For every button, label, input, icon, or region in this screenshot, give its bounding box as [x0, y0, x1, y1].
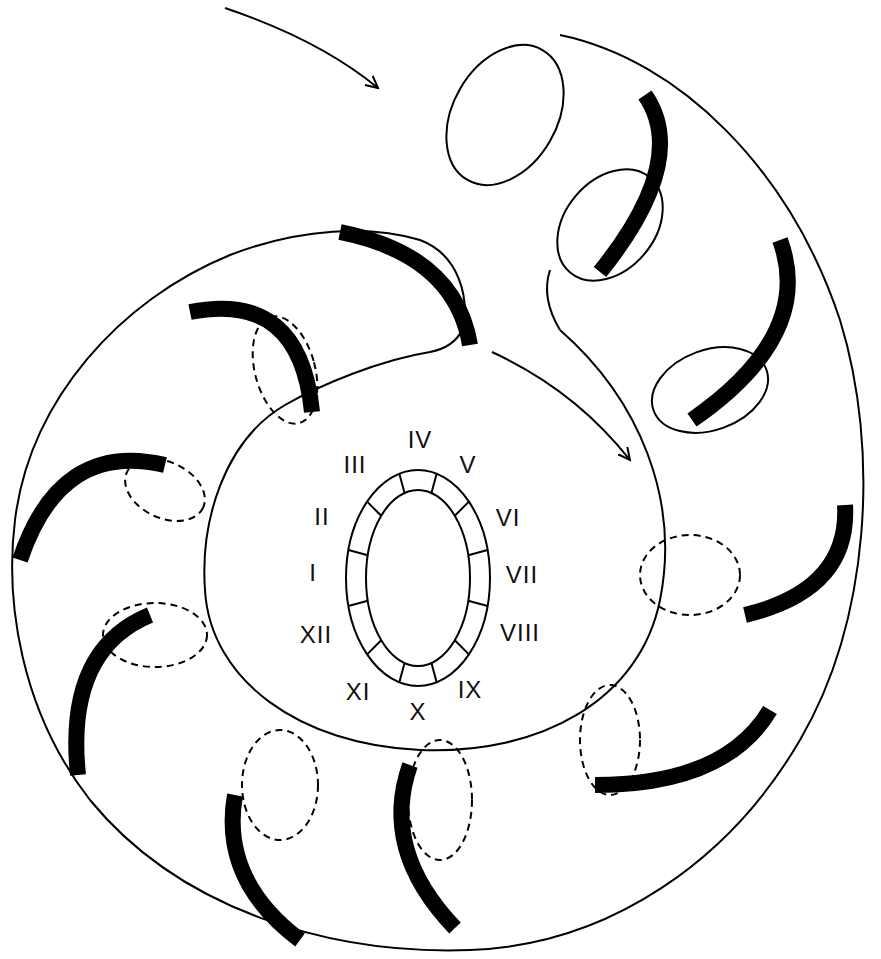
clock-numeral: IX: [458, 678, 483, 702]
ring-segment: [399, 474, 404, 493]
ribbon: [190, 309, 312, 412]
tube-section: [242, 730, 318, 840]
clock-numeral: II: [314, 505, 329, 529]
ring-segment: [367, 640, 381, 654]
clock-numeral: IV: [408, 428, 433, 452]
tube-outline: [12, 35, 863, 950]
ring-segment: [367, 502, 381, 516]
ring-segment: [431, 663, 436, 682]
ring-segment: [431, 474, 436, 493]
ring-segment: [455, 502, 469, 516]
ribbon: [233, 795, 300, 940]
ribbon: [595, 710, 770, 785]
ring-segment: [455, 640, 469, 654]
ribbon: [76, 615, 150, 775]
tube-section: [640, 535, 740, 615]
ring-segment: [468, 601, 487, 606]
inner-boundary: [547, 270, 560, 330]
ring-segment: [348, 550, 367, 555]
ring-segment: [399, 663, 404, 682]
ribbon: [600, 95, 660, 272]
clock-numeral: VIII: [500, 621, 540, 645]
tube-section: [408, 740, 472, 860]
clock-numeral: III: [343, 453, 366, 477]
clock-ring: [346, 470, 490, 686]
ribbon: [692, 240, 788, 420]
clock-numeral: XII: [300, 623, 332, 647]
clock-numeral: VII: [506, 563, 538, 587]
flow-arrow: [225, 8, 378, 88]
clock-numeral: VI: [496, 506, 521, 530]
ribbon: [20, 461, 165, 560]
ribbon: [340, 232, 470, 345]
ring-segment: [348, 601, 367, 606]
ribbon: [401, 765, 455, 928]
inner-boundary: [204, 330, 665, 750]
clock-numeral: X: [409, 700, 426, 724]
ring-segment: [468, 550, 487, 555]
clock-numeral: V: [459, 453, 476, 477]
clock-ring: [366, 490, 470, 666]
tube-opening: [422, 24, 587, 206]
ring-segments: [348, 474, 487, 683]
ribbon: [745, 505, 845, 615]
flow-arrow: [492, 352, 630, 460]
clock-numeral: XI: [346, 680, 371, 704]
clock-numeral: I: [309, 561, 317, 585]
